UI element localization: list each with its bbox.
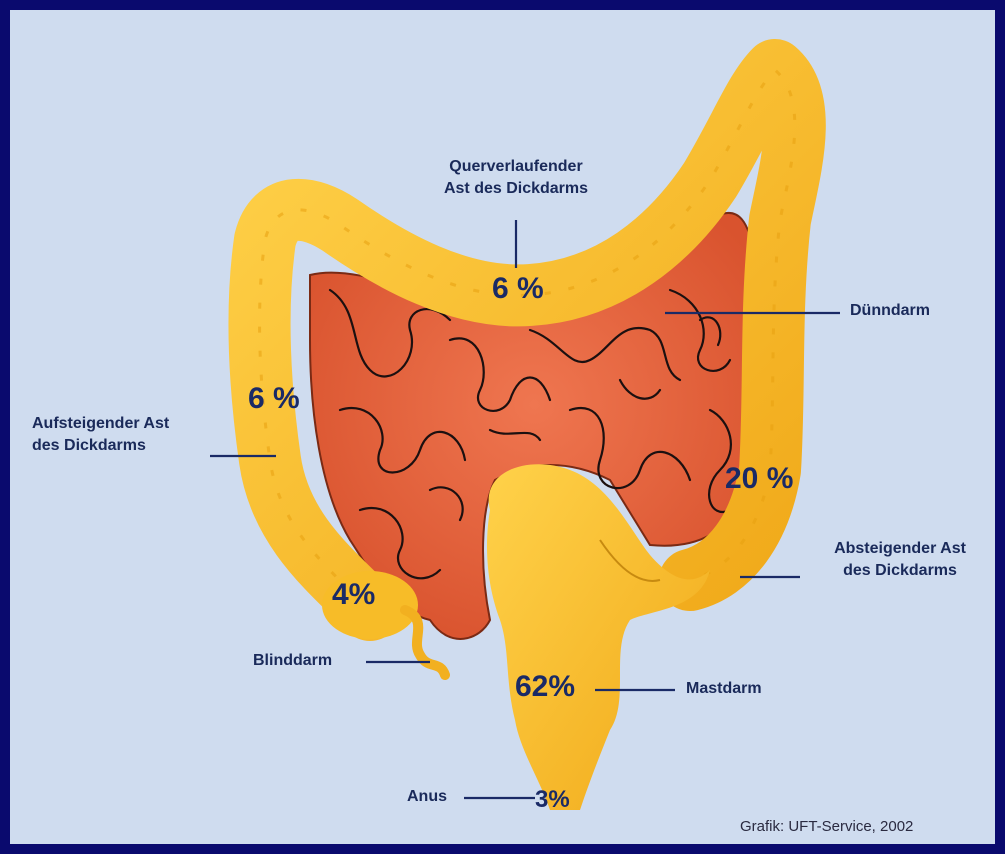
label-descending-line2: des Dickdarms [810, 560, 990, 582]
image-credit: Grafik: UFT-Service, 2002 [740, 818, 913, 835]
label-transverse-line2: Ast des Dickdarms [406, 178, 626, 200]
pct-cecum: 4% [332, 578, 375, 612]
pct-descending: 20 % [725, 462, 793, 496]
label-ascending-line1: Aufsteigender Ast [32, 413, 222, 435]
label-small-intestine: Dünndarm [850, 300, 930, 322]
pct-anus: 3% [535, 786, 570, 814]
label-ascending-colon: Aufsteigender Ast des Dickdarms [32, 413, 222, 457]
label-descending-line1: Absteigender Ast [810, 538, 990, 560]
label-anus: Anus [407, 786, 447, 808]
pct-ascending: 6 % [248, 382, 300, 416]
label-rectum: Mastdarm [686, 678, 762, 700]
label-appendix: Blinddarm [253, 650, 332, 672]
diagram-panel: Querverlaufender Ast des Dickdarms Dünnd… [10, 10, 995, 844]
label-transverse-line1: Querverlaufender [406, 156, 626, 178]
pct-rectum: 62% [515, 670, 575, 704]
label-transverse-colon: Querverlaufender Ast des Dickdarms [406, 156, 626, 200]
pct-transverse: 6 % [492, 272, 544, 306]
label-ascending-line2: des Dickdarms [32, 435, 222, 457]
label-descending-colon: Absteigender Ast des Dickdarms [810, 538, 990, 582]
